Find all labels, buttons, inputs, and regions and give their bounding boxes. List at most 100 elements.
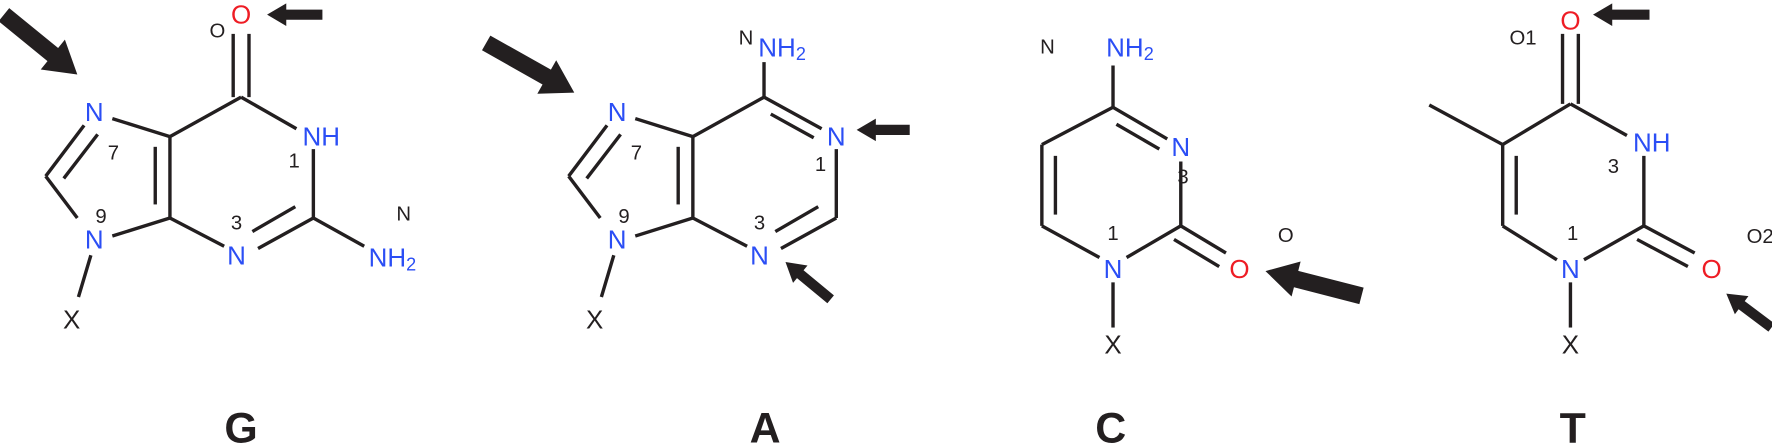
atom-o: O bbox=[231, 0, 251, 30]
atom-n1h: NH bbox=[303, 122, 341, 152]
bond bbox=[567, 175, 602, 220]
bond bbox=[1179, 224, 1227, 255]
bond bbox=[780, 216, 838, 250]
label-c: C bbox=[1095, 405, 1126, 445]
arrow-icon bbox=[481, 35, 575, 94]
bond bbox=[1501, 102, 1572, 147]
atom-n9: N bbox=[85, 224, 104, 254]
bond bbox=[251, 205, 297, 234]
bond bbox=[1041, 224, 1101, 259]
annotation-n: N bbox=[396, 204, 411, 226]
position-3: 3 bbox=[231, 213, 242, 235]
bond bbox=[774, 205, 820, 234]
bond bbox=[1112, 105, 1169, 141]
atom-n1: N bbox=[1561, 254, 1580, 284]
bond bbox=[634, 116, 694, 139]
atom-x: X bbox=[1562, 329, 1579, 359]
position-3: 3 bbox=[1608, 156, 1619, 178]
annotation-o1: O1 bbox=[1509, 27, 1536, 49]
bond bbox=[692, 216, 748, 248]
molecule-c: NH2 N N 3 N 1 O O X C bbox=[1040, 32, 1294, 445]
atom-n1: N bbox=[827, 122, 846, 152]
bond bbox=[599, 254, 616, 298]
annotation-o: O bbox=[1278, 225, 1294, 247]
position-1: 1 bbox=[815, 154, 826, 176]
bond bbox=[1428, 103, 1504, 147]
atom-o: O bbox=[1229, 254, 1249, 284]
molecule-t: O O1 NH 3 N 1 O O2 X T bbox=[1509, 5, 1772, 445]
bond bbox=[567, 124, 609, 178]
bond bbox=[763, 95, 823, 131]
bond bbox=[44, 175, 79, 220]
atom-nh2: NH2 bbox=[369, 243, 417, 275]
label-g: G bbox=[224, 405, 257, 445]
atom-o1: O bbox=[1560, 5, 1580, 35]
arrow-icon bbox=[1726, 293, 1772, 332]
atom-n3: N bbox=[750, 240, 769, 270]
position-3: 3 bbox=[1177, 166, 1188, 188]
molecule-g: O O NH 1 N 3 N 7 N 9 NH2 N X G bbox=[63, 0, 416, 445]
label-t: T bbox=[1560, 405, 1586, 445]
atom-n3h: NH bbox=[1633, 127, 1671, 157]
bond bbox=[692, 95, 765, 139]
bond bbox=[1583, 224, 1645, 262]
bond bbox=[169, 216, 225, 248]
arrow-icon bbox=[856, 118, 910, 142]
bond bbox=[1636, 237, 1689, 269]
bond bbox=[312, 216, 366, 248]
bond bbox=[1643, 224, 1696, 255]
bond bbox=[769, 112, 815, 140]
arrow-icon bbox=[0, 8, 78, 75]
position-3: 3 bbox=[754, 213, 765, 235]
bond bbox=[1115, 122, 1161, 151]
atom-x: X bbox=[586, 305, 603, 335]
atom-nh2: NH2 bbox=[1106, 32, 1154, 64]
annotation-o2: O2 bbox=[1747, 226, 1772, 248]
atom-n3: N bbox=[227, 240, 246, 270]
bond bbox=[62, 133, 99, 180]
nh2-text: NH bbox=[369, 243, 407, 273]
annotation-o: O bbox=[209, 21, 225, 43]
bond bbox=[111, 116, 171, 139]
atom-x: X bbox=[1104, 329, 1121, 359]
molecule-a: NH2 N N 1 N 3 N 7 N 9 X A bbox=[586, 27, 846, 445]
bond bbox=[257, 216, 315, 250]
nh2-subscript: 2 bbox=[1144, 44, 1154, 64]
arrow-icon bbox=[1593, 3, 1650, 26]
atom-n7: N bbox=[608, 97, 627, 127]
bond bbox=[1569, 102, 1628, 138]
atom-n9: N bbox=[608, 224, 627, 254]
nh2-text: NH bbox=[758, 32, 796, 62]
bond bbox=[634, 216, 694, 238]
bond bbox=[1501, 224, 1558, 262]
atom-x: X bbox=[63, 305, 80, 335]
position-9: 9 bbox=[95, 206, 106, 228]
arrow-icon bbox=[267, 3, 323, 26]
position-1: 1 bbox=[289, 151, 300, 173]
position-9: 9 bbox=[618, 206, 629, 228]
bond bbox=[44, 124, 86, 178]
arrow-icon bbox=[785, 262, 834, 304]
annotation-n: N bbox=[739, 27, 754, 49]
bonds bbox=[44, 33, 1696, 328]
arrows bbox=[0, 3, 1772, 332]
position-1: 1 bbox=[1567, 223, 1578, 245]
position-1: 1 bbox=[1107, 223, 1118, 245]
bond bbox=[240, 95, 298, 131]
atom-o2: O bbox=[1702, 254, 1722, 284]
bond bbox=[111, 216, 171, 238]
bond bbox=[76, 254, 93, 298]
bond bbox=[169, 95, 242, 139]
nh2-text: NH bbox=[1106, 32, 1144, 62]
bond bbox=[1041, 105, 1114, 147]
nh2-subscript: 2 bbox=[406, 254, 416, 274]
position-7: 7 bbox=[631, 143, 642, 165]
bond bbox=[1173, 237, 1221, 269]
bond bbox=[585, 133, 622, 180]
position-7: 7 bbox=[108, 143, 119, 165]
atom-n3: N bbox=[1171, 132, 1190, 162]
nh2-subscript: 2 bbox=[796, 44, 806, 64]
atom-n7: N bbox=[85, 97, 104, 127]
atom-nh2: NH2 bbox=[758, 32, 806, 64]
